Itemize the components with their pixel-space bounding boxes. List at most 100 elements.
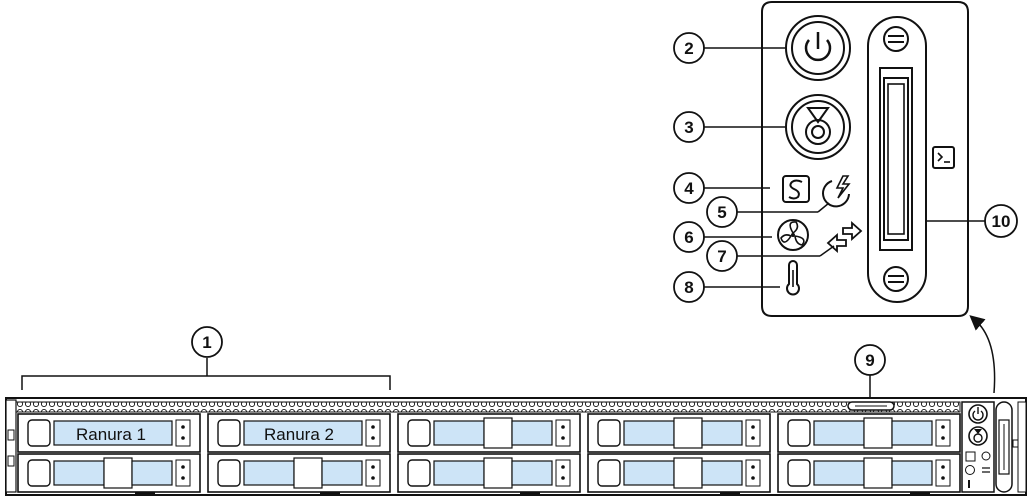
console-port[interactable] <box>867 16 927 303</box>
svg-text:6: 6 <box>684 228 693 247</box>
drive-latch-button[interactable] <box>217 419 241 447</box>
fan-icon <box>777 219 809 251</box>
drive-activity-led <box>561 425 565 429</box>
drive-led-strip <box>555 419 571 447</box>
fan-icon <box>965 465 975 475</box>
drive-label-window <box>511 460 553 486</box>
drive-label-window <box>813 420 865 446</box>
drive-release-tab[interactable] <box>483 417 513 449</box>
drive-led-strip <box>935 419 951 447</box>
svg-text:10: 10 <box>992 212 1011 231</box>
drive-activity-led <box>371 425 375 429</box>
drive-led-strip <box>175 459 191 487</box>
drive-latch-button[interactable] <box>407 419 431 447</box>
drive-label-window <box>321 460 363 486</box>
drive-bay[interactable] <box>17 413 201 453</box>
callout-9: 9 <box>854 344 886 376</box>
unit-identify-icon[interactable] <box>785 94 851 160</box>
callout-1: 1 <box>191 326 223 358</box>
drive-bay[interactable] <box>397 453 581 493</box>
drive-latch-button[interactable] <box>787 459 811 487</box>
thermometer-icon <box>786 260 800 296</box>
drive-fault-led <box>371 476 375 480</box>
slot-1-label: Ranura 1 <box>76 425 146 444</box>
svg-text:3: 3 <box>684 118 693 137</box>
drive-latch-button[interactable] <box>407 459 431 487</box>
control-panel-zoom <box>761 1 969 317</box>
callout-leaders <box>21 47 996 400</box>
drive-release-tab[interactable] <box>863 417 893 449</box>
drive-label-window <box>891 460 933 486</box>
drive-label-window <box>701 460 743 486</box>
drive-label-window <box>243 420 363 446</box>
drive-release-tab[interactable] <box>673 417 703 449</box>
unit-identify-icon[interactable] <box>968 426 988 446</box>
asset-tag-pull-tab[interactable] <box>847 401 895 411</box>
drive-bay[interactable] <box>17 453 201 493</box>
drive-activity-led <box>181 465 185 469</box>
svg-text:4: 4 <box>684 179 694 198</box>
drive-release-tab[interactable] <box>293 457 323 489</box>
drive-label-window <box>813 460 865 486</box>
system-status-icon <box>965 451 976 462</box>
drive-label-window <box>433 420 485 446</box>
drive-activity-led <box>561 465 565 469</box>
drive-led-strip <box>365 419 381 447</box>
drive-label-window <box>131 460 173 486</box>
svg-text:7: 7 <box>717 247 726 266</box>
callout-5: 5 <box>706 196 738 228</box>
drive-label-window <box>891 420 933 446</box>
drive-release-tab[interactable] <box>483 457 513 489</box>
svg-text:9: 9 <box>865 351 874 370</box>
drive-fault-led <box>751 436 755 440</box>
drive-latch-button[interactable] <box>787 419 811 447</box>
drive-latch-button[interactable] <box>597 419 621 447</box>
console-icon <box>932 146 955 169</box>
drive-activity-led <box>751 425 755 429</box>
drive-fault-led <box>561 476 565 480</box>
callout-10: 10 <box>984 204 1018 238</box>
drive-label-window <box>623 460 675 486</box>
slot-2-label: Ranura 2 <box>264 425 334 444</box>
drive-activity-led <box>181 425 185 429</box>
drive-bay[interactable] <box>207 413 391 453</box>
drive-fault-led <box>941 476 945 480</box>
drive-bay[interactable] <box>207 453 391 493</box>
drive-latch-button[interactable] <box>597 459 621 487</box>
drive-bay[interactable] <box>777 453 961 493</box>
callout-3: 3 <box>673 111 705 143</box>
drive-fault-led <box>181 436 185 440</box>
drive-bay[interactable] <box>587 453 771 493</box>
drive-label-window <box>53 460 105 486</box>
drive-release-tab[interactable] <box>673 457 703 489</box>
drive-bay[interactable] <box>777 413 961 453</box>
svg-text:2: 2 <box>684 39 693 58</box>
console-port[interactable] <box>995 401 1013 493</box>
drive-latch-button[interactable] <box>27 459 51 487</box>
callout-7: 7 <box>706 240 738 272</box>
drive-release-tab[interactable] <box>103 457 133 489</box>
drive-label-window <box>243 460 295 486</box>
drive-bays <box>17 413 961 493</box>
drive-latch-button[interactable] <box>27 419 51 447</box>
chassis-control-panel <box>961 401 1027 493</box>
drive-activity-led <box>751 465 755 469</box>
svg-text:5: 5 <box>717 203 726 222</box>
system-status-icon <box>782 175 810 203</box>
drive-label-window <box>701 420 743 446</box>
drive-release-tab[interactable] <box>863 457 893 489</box>
power-icon[interactable] <box>785 15 851 81</box>
network-link-icon <box>982 467 990 473</box>
drive-led-strip <box>745 419 761 447</box>
drive-latch-button[interactable] <box>217 459 241 487</box>
drive-led-strip <box>175 419 191 447</box>
drive-fault-led <box>751 476 755 480</box>
drive-bay[interactable] <box>587 413 771 453</box>
callout-2: 2 <box>673 32 705 64</box>
power-icon[interactable] <box>968 404 988 424</box>
drive-fault-led <box>561 436 565 440</box>
drive-led-strip <box>745 459 761 487</box>
drive-fault-led <box>941 436 945 440</box>
drive-bay[interactable] <box>397 413 581 453</box>
